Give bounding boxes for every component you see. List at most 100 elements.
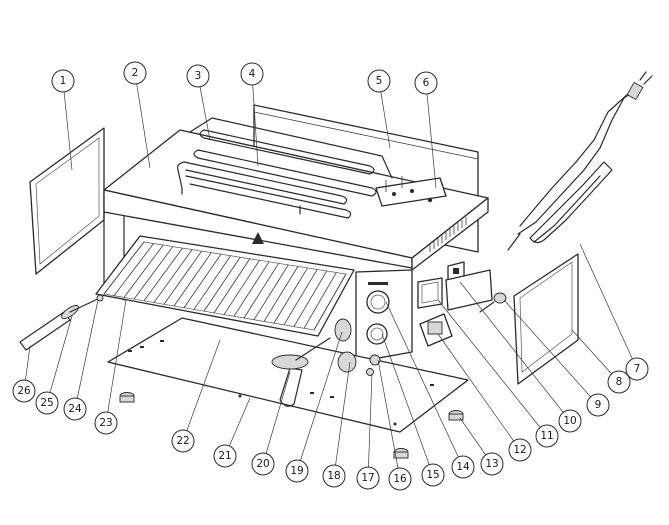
callout-1: 1: [51, 69, 75, 93]
rack-bar: [123, 244, 164, 298]
rack-bar: [173, 252, 212, 307]
callout-number: 1: [60, 75, 67, 87]
callout-number: 14: [456, 461, 470, 473]
rack-bar: [253, 264, 289, 320]
callout-11: 11: [535, 424, 559, 448]
callout-number: 26: [17, 385, 31, 397]
callout-circle: [586, 393, 610, 417]
callout-circle: [508, 438, 532, 462]
part-front-handle: [271, 318, 352, 407]
callout-2: 2: [123, 61, 147, 85]
callout-circle: [356, 466, 380, 490]
callout-20: 20: [251, 452, 275, 476]
rack-bar: [233, 261, 270, 317]
callout-16: 16: [388, 467, 412, 491]
callout-21: 21: [213, 444, 237, 468]
callout-6: 6: [414, 71, 438, 95]
callout-24: 24: [63, 397, 87, 421]
callout-number: 16: [393, 473, 407, 485]
callout-18: 18: [322, 464, 346, 488]
power-plug-icon: [507, 71, 653, 251]
rack-bar: [203, 257, 241, 312]
callout-7: 7: [625, 357, 649, 381]
callout-number: 22: [176, 435, 189, 447]
callout-number: 9: [595, 399, 602, 411]
callout-number: 23: [99, 417, 112, 429]
callout-number: 2: [132, 67, 139, 79]
rack-bar: [183, 253, 222, 308]
rack-bar: [193, 255, 231, 310]
callout-3: 3: [186, 64, 210, 88]
rack-bar: [273, 267, 308, 324]
rack-bar: [113, 243, 154, 296]
part-wire-rack: [95, 235, 355, 337]
callout-circle: [213, 444, 237, 468]
callout-15: 15: [421, 463, 445, 487]
rack-bar: [133, 246, 174, 300]
callout-8: 8: [607, 370, 631, 394]
callout-circle: [421, 463, 445, 487]
part-left-side-panel: [29, 127, 105, 275]
callout-number: 12: [513, 444, 526, 456]
part-feet: [119, 392, 464, 459]
part-terminal-bracket: [375, 176, 447, 207]
callout-23: 23: [94, 411, 118, 435]
callout-circle: [240, 62, 264, 86]
callout-circle: [186, 64, 210, 88]
callout-number: 5: [376, 75, 383, 87]
callout-circle: [51, 69, 75, 93]
callout-22: 22: [171, 429, 195, 453]
callout-number: 17: [361, 472, 374, 484]
callout-number: 18: [327, 470, 340, 482]
callout-14: 14: [451, 455, 475, 479]
callout-26: 26: [12, 379, 36, 403]
callout-number: 8: [616, 376, 623, 388]
callout-number: 10: [563, 415, 576, 427]
callout-circle: [388, 467, 412, 491]
callout-circle: [35, 391, 59, 415]
part-switches: [417, 261, 507, 347]
rack-bar: [103, 241, 145, 295]
rack-bar: [153, 249, 193, 303]
callout-9: 9: [586, 393, 610, 417]
callout-circle: [480, 452, 504, 476]
callout-number: 20: [256, 458, 269, 470]
rack-bar: [283, 269, 318, 326]
callout-19: 19: [285, 459, 309, 483]
callout-5: 5: [367, 69, 391, 93]
callout-circle: [12, 379, 36, 403]
rack-bar: [313, 273, 347, 331]
part-heating-elements: [177, 117, 393, 219]
callout-4: 4: [240, 62, 264, 86]
rack-bar: [293, 270, 328, 327]
rack-bar: [213, 258, 251, 314]
callout-circle: [94, 411, 118, 435]
callout-10: 10: [558, 409, 582, 433]
rack-bar: [303, 272, 337, 329]
callout-number: 6: [423, 77, 430, 89]
callout-circle: [123, 61, 147, 85]
callout-number: 24: [68, 403, 82, 415]
callout-17: 17: [356, 466, 380, 490]
control-knob-icon: [334, 318, 352, 342]
callout-circle: [607, 370, 631, 394]
callout-circle: [451, 455, 475, 479]
callout-13: 13: [480, 452, 504, 476]
rack-bar: [143, 247, 183, 302]
callout-circle: [414, 71, 438, 95]
callout-12: 12: [508, 438, 532, 462]
part-right-side-panel: [513, 253, 579, 385]
callout-circle: [367, 69, 391, 93]
rack-bar: [163, 250, 203, 305]
callout-circle: [322, 464, 346, 488]
warning-triangle-icon: [252, 232, 264, 244]
rack-bar: [223, 260, 260, 315]
callout-number: 21: [218, 450, 231, 462]
callout-number: 4: [249, 68, 256, 80]
callout-circle: [63, 397, 87, 421]
part-control-knobs: [337, 282, 390, 376]
callout-circle: [625, 357, 649, 381]
rack-bar: [243, 263, 280, 319]
